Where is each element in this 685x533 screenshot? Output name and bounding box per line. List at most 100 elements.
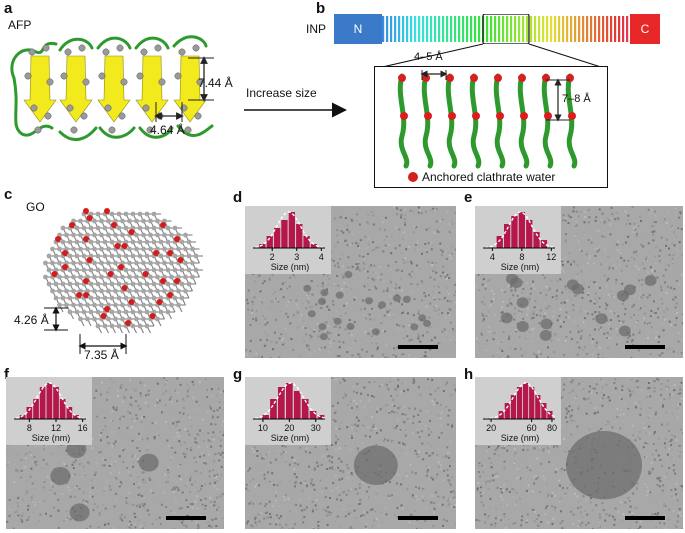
- carbon-atom: [109, 211, 115, 217]
- oxygen-atom: [167, 292, 173, 298]
- oxygen-atom: [177, 257, 184, 263]
- carbon-atom: [74, 309, 80, 315]
- scale-bar: [625, 345, 665, 349]
- oxygen-atom: [156, 299, 163, 305]
- carbon-atom: [74, 239, 80, 245]
- scale-bar: [166, 516, 206, 520]
- increase-size-label: Increase size: [246, 86, 317, 100]
- nanoparticle: [50, 467, 71, 485]
- carbon-atom: [155, 288, 160, 294]
- carbon-atom: [183, 288, 188, 294]
- oxygen-atom: [142, 271, 149, 277]
- carbon-atom: [53, 253, 59, 259]
- inp-repeat-stripe: [594, 16, 597, 42]
- carbon-atom: [116, 295, 122, 301]
- carbon-atom: [85, 316, 90, 322]
- panel-label-h: h: [464, 366, 474, 383]
- histogram-bar: [535, 395, 541, 419]
- histogram-bar: [278, 387, 285, 419]
- carbon-atom: [106, 288, 111, 294]
- afp-atom: [118, 112, 126, 120]
- carbon-atom: [183, 246, 188, 252]
- histogram-tick-label: 2: [270, 252, 275, 262]
- increase-size-arrow: [244, 102, 347, 118]
- carbon-atom: [106, 218, 111, 224]
- inp-repeat-stripe: [446, 16, 449, 42]
- carbon-atom: [64, 274, 69, 280]
- histogram-tick-label: 3: [294, 252, 299, 262]
- carbon-atom: [120, 302, 125, 308]
- carbon-atom: [102, 267, 108, 273]
- afp-atom: [104, 104, 112, 112]
- histogram-tick-label: 16: [78, 423, 88, 433]
- carbon-atom: [179, 267, 185, 273]
- afp-width-dimension: 4.64 Å: [150, 123, 185, 137]
- panel-label-b: b: [316, 0, 326, 17]
- nanoparticle: [392, 294, 401, 302]
- nanoparticle: [566, 431, 642, 500]
- carbon-atom: [95, 309, 101, 315]
- histogram-bar: [317, 415, 325, 419]
- afp-atom: [42, 44, 50, 52]
- afp-atom: [174, 72, 182, 80]
- carbon-atom: [85, 246, 90, 252]
- carbon-atom: [88, 309, 94, 315]
- carbon-atom: [88, 281, 94, 287]
- carbon-atom: [179, 239, 185, 245]
- inp-repeat-stripe: [382, 16, 385, 42]
- histogram-bar: [288, 212, 295, 248]
- carbon-atom: [172, 267, 178, 273]
- carbon-atom: [53, 281, 59, 287]
- inp-repeat-stripe: [486, 16, 489, 42]
- carbon-atom: [95, 253, 101, 259]
- inp-repeat-stripe: [402, 16, 405, 42]
- carbon-atom: [144, 323, 150, 329]
- afp-atom: [102, 48, 110, 56]
- inp-repeat-stripe: [578, 16, 581, 42]
- water-legend-dot: [408, 172, 418, 182]
- anchored-water: [424, 112, 432, 120]
- afp-atom: [80, 112, 88, 120]
- histogram-tick-label: 80: [547, 423, 557, 433]
- carbon-atom: [193, 267, 199, 273]
- inp-repeat-stripe: [422, 16, 425, 42]
- inp-repeat-stripe: [586, 16, 589, 42]
- carbon-atom: [137, 267, 143, 273]
- inp-beta-strand: [469, 73, 482, 169]
- carbon-atom: [113, 232, 118, 238]
- zoom-lines: [377, 43, 605, 69]
- inp-repeat-stripe: [570, 16, 573, 42]
- anchored-water: [400, 112, 408, 120]
- carbon-atom: [141, 260, 146, 266]
- histogram-tick-label: 4: [490, 252, 495, 262]
- gaussian-fit: [484, 211, 556, 249]
- nanoparticle: [365, 297, 373, 305]
- carbon-atom: [144, 211, 150, 217]
- carbon-atom: [141, 232, 146, 238]
- histogram-bar: [533, 232, 540, 248]
- carbon-atom: [43, 274, 48, 280]
- oxygen-atom: [114, 243, 121, 249]
- histogram-x-label: Size (nm): [271, 433, 310, 443]
- carbon-atom: [162, 302, 167, 308]
- histogram-bar: [498, 411, 504, 419]
- inp-spacing-dimension: 4–5 Å: [414, 51, 443, 63]
- anchored-water: [494, 74, 502, 82]
- nanoparticle: [138, 453, 159, 472]
- histogram-bar: [286, 383, 293, 419]
- carbon-atom: [137, 211, 143, 217]
- carbon-atom: [144, 225, 150, 231]
- carbon-atom: [144, 281, 150, 287]
- histogram-tick-label: 12: [546, 252, 556, 262]
- carbon-atom: [169, 302, 174, 308]
- nanoparticle: [423, 319, 431, 327]
- carbon-atom: [183, 274, 188, 280]
- inp-repeat-stripe: [450, 16, 453, 42]
- histogram-tick-label: 20: [284, 423, 294, 433]
- inp-beta-strand: [565, 73, 578, 169]
- histogram-bar: [518, 212, 525, 248]
- inp-repeat-stripe: [466, 16, 469, 42]
- oxygen-atom: [174, 278, 180, 284]
- carbon-atom: [99, 260, 104, 266]
